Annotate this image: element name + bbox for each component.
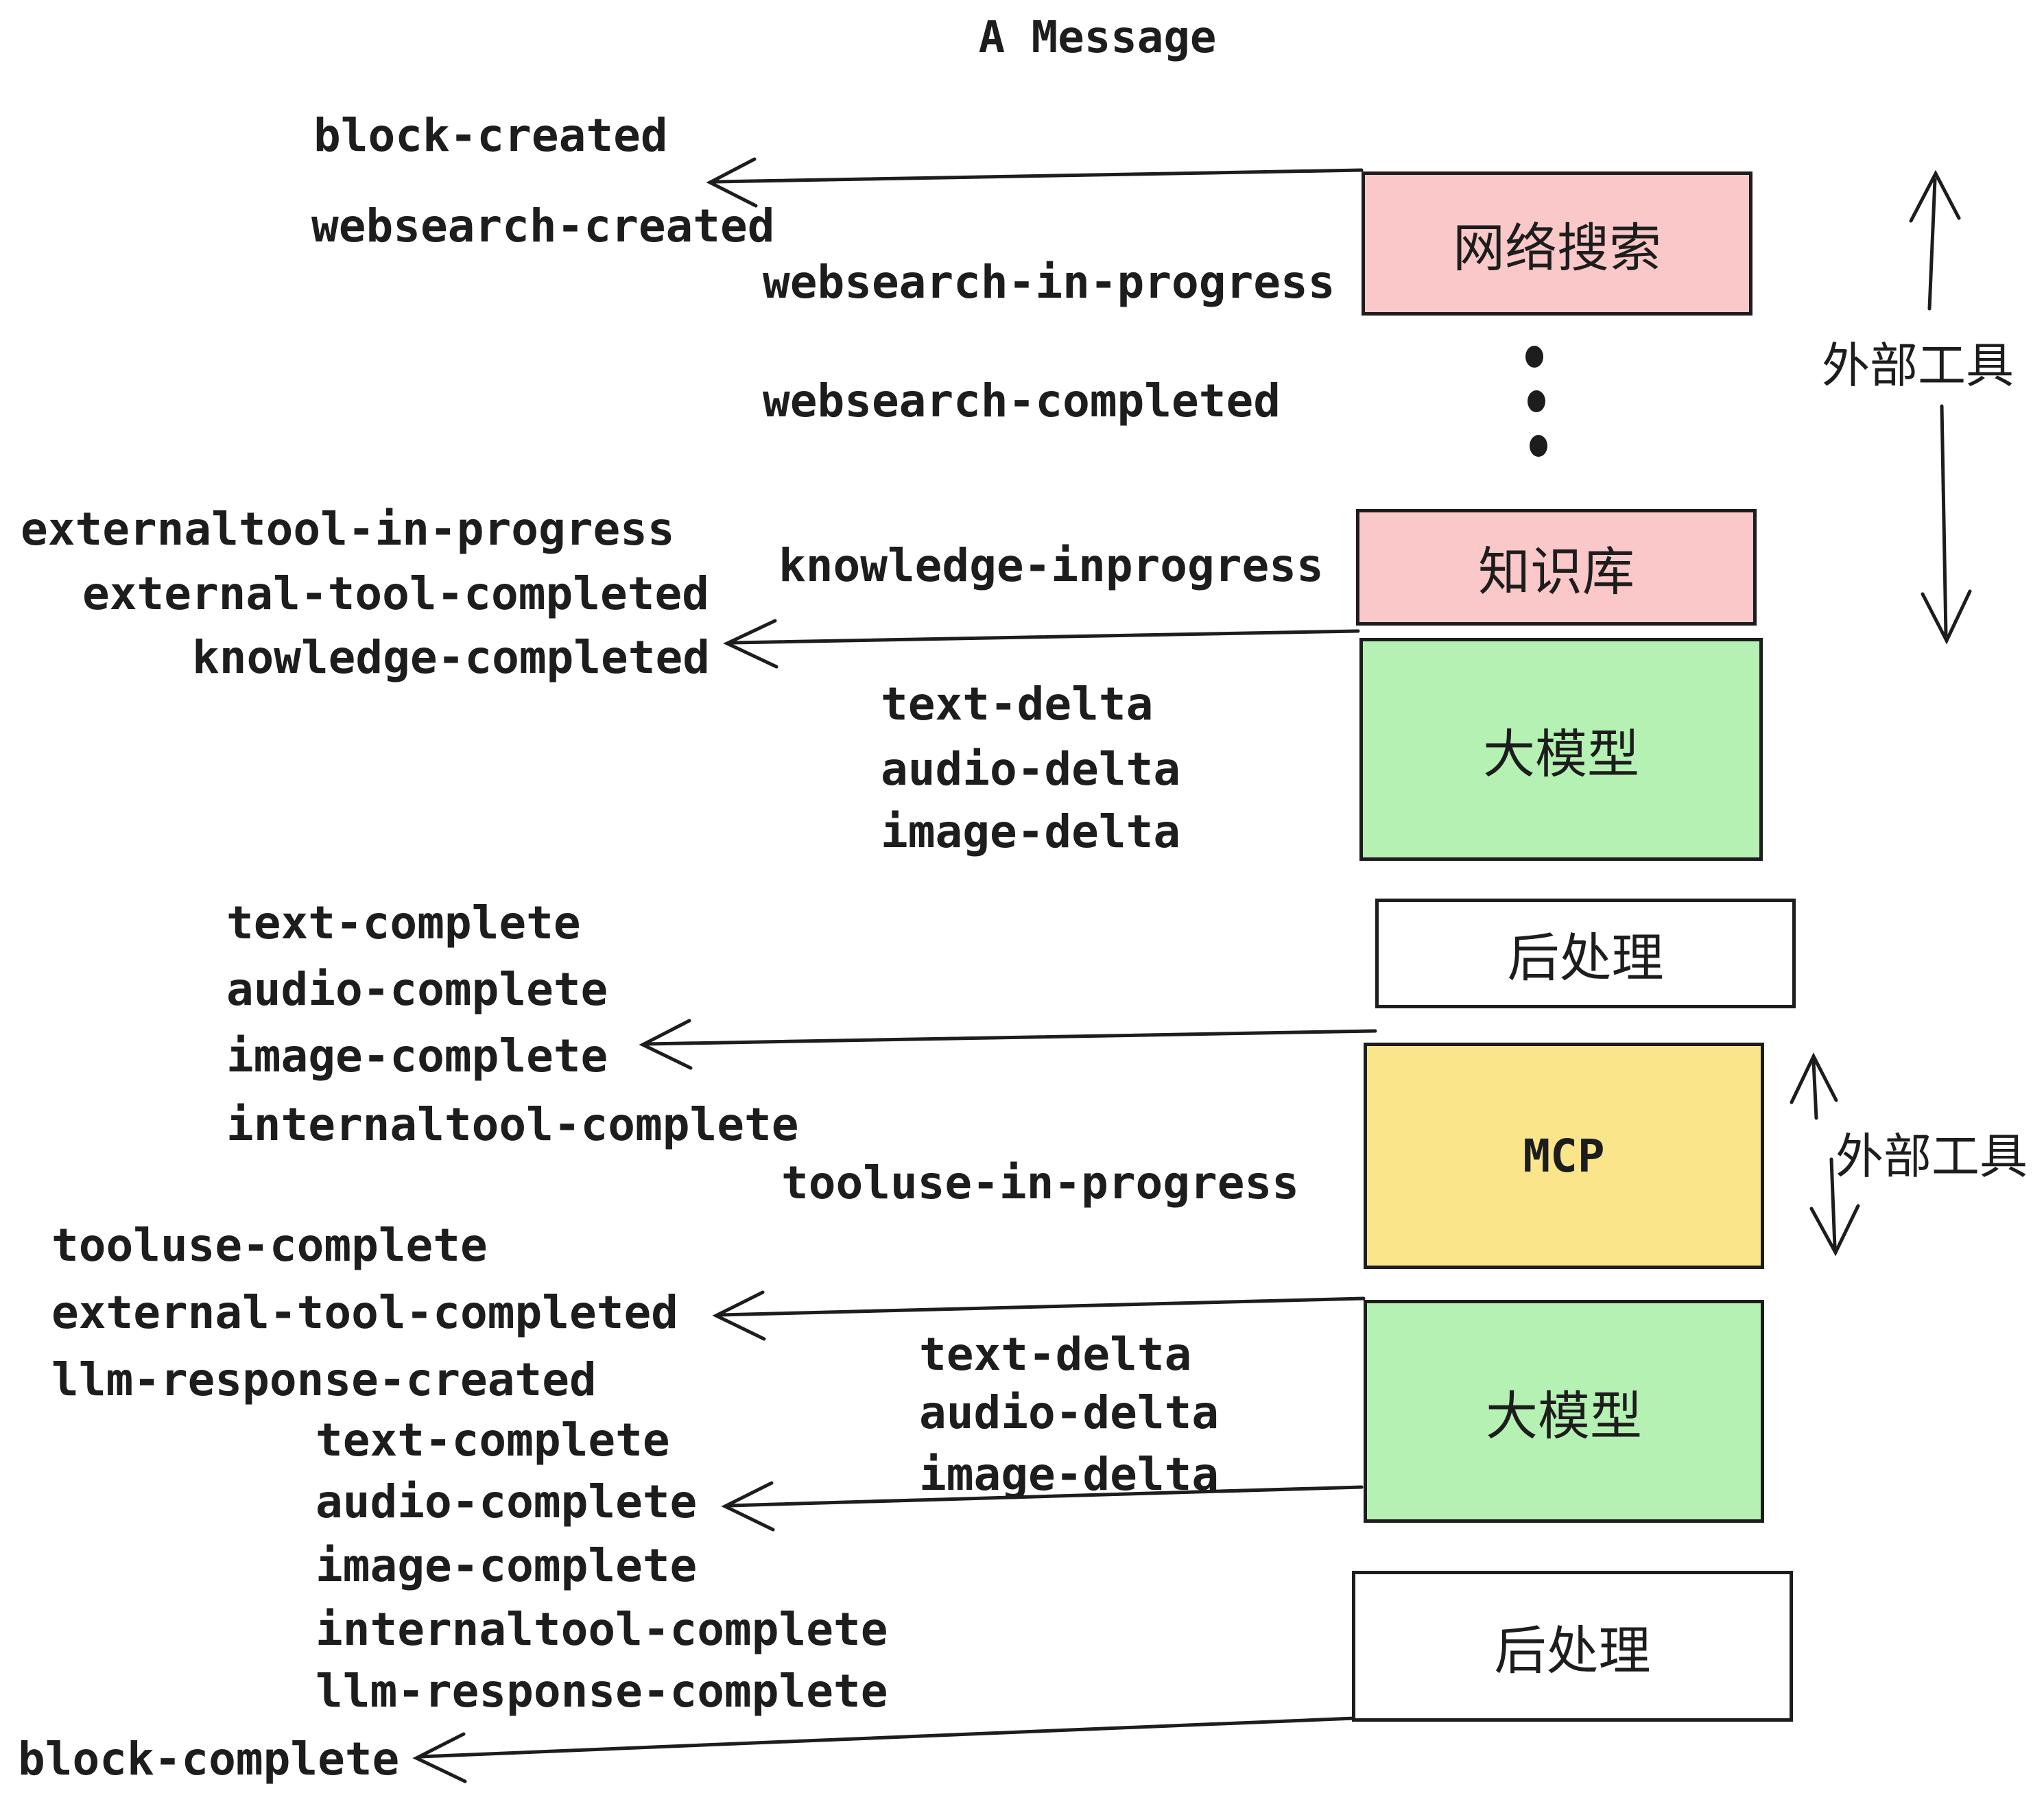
event-label: image-complete bbox=[226, 1030, 608, 1082]
arrow-left-icon bbox=[712, 1290, 1366, 1341]
node-websearch: 网络搜索 bbox=[1362, 171, 1752, 316]
event-label: audio-complete bbox=[226, 963, 608, 1016]
event-label: audio-delta bbox=[881, 743, 1181, 796]
event-label: audio-complete bbox=[316, 1475, 698, 1528]
node-llm-2: 大模型 bbox=[1364, 1300, 1764, 1523]
event-label: image-delta bbox=[881, 805, 1181, 858]
external-tools-bracket-label: 外部工具 bbox=[1835, 1128, 2028, 1185]
event-label: websearch-completed bbox=[763, 375, 1281, 427]
event-label: tooluse-complete bbox=[51, 1219, 488, 1272]
event-label: text-delta bbox=[919, 1328, 1192, 1381]
event-label: image-complete bbox=[316, 1539, 698, 1592]
event-label: block-complete bbox=[18, 1733, 400, 1785]
vertical-ellipsis-icon bbox=[1525, 346, 1547, 457]
event-label: internaltool-complete bbox=[226, 1098, 799, 1151]
node-llm-1-label: 大模型 bbox=[1483, 723, 1639, 785]
node-postprocess-1-label: 后处理 bbox=[1507, 927, 1664, 988]
event-label: text-delta bbox=[881, 678, 1154, 731]
node-postprocess-2-label: 后处理 bbox=[1494, 1620, 1651, 1681]
event-label: llm-response-complete bbox=[316, 1665, 888, 1718]
event-label: external-tool-completed bbox=[51, 1286, 678, 1339]
arrow-left-icon bbox=[723, 619, 1360, 669]
node-postprocess-2: 后处理 bbox=[1352, 1571, 1793, 1722]
external-tools-bracket-label: 外部工具 bbox=[1822, 337, 2014, 394]
event-label: audio-delta bbox=[919, 1386, 1220, 1439]
event-label: internaltool-complete bbox=[316, 1603, 888, 1656]
event-label: websearch-in-progress bbox=[763, 256, 1335, 309]
node-websearch-label: 网络搜索 bbox=[1453, 217, 1661, 278]
event-label: block-created bbox=[313, 109, 668, 162]
event-label: text-complete bbox=[226, 897, 581, 949]
node-mcp-label: MCP bbox=[1523, 1129, 1605, 1183]
event-label: knowledge-inprogress bbox=[779, 539, 1324, 592]
event-label: tooluse-in-progress bbox=[781, 1156, 1299, 1209]
node-llm-1: 大模型 bbox=[1359, 638, 1763, 861]
arrow-down-icon bbox=[1921, 404, 1972, 645]
arrow-up-icon bbox=[1909, 169, 1961, 311]
event-label: text-complete bbox=[316, 1414, 670, 1467]
node-knowledge-base-label: 知识库 bbox=[1478, 541, 1635, 602]
event-label: external-tool-completed bbox=[82, 567, 709, 620]
diagram-title: A Message bbox=[978, 12, 1217, 63]
node-llm-2-label: 大模型 bbox=[1486, 1385, 1642, 1447]
arrow-left-icon bbox=[412, 1716, 1357, 1783]
event-label: knowledge-completed bbox=[192, 631, 710, 684]
arrow-left-icon bbox=[721, 1481, 1364, 1532]
event-label: websearch-created bbox=[311, 200, 775, 252]
event-label: externaltool-in-progress bbox=[21, 503, 675, 556]
event-label: image-delta bbox=[919, 1448, 1220, 1501]
node-knowledge-base: 知识库 bbox=[1356, 509, 1757, 626]
arrow-left-icon bbox=[706, 157, 1364, 208]
node-postprocess-1: 后处理 bbox=[1375, 899, 1796, 1008]
arrow-up-icon bbox=[1790, 1052, 1838, 1120]
arrow-down-icon bbox=[1809, 1157, 1860, 1257]
arrow-left-icon bbox=[639, 1019, 1377, 1070]
event-label: llm-response-created bbox=[51, 1353, 597, 1406]
node-mcp: MCP bbox=[1364, 1043, 1764, 1269]
